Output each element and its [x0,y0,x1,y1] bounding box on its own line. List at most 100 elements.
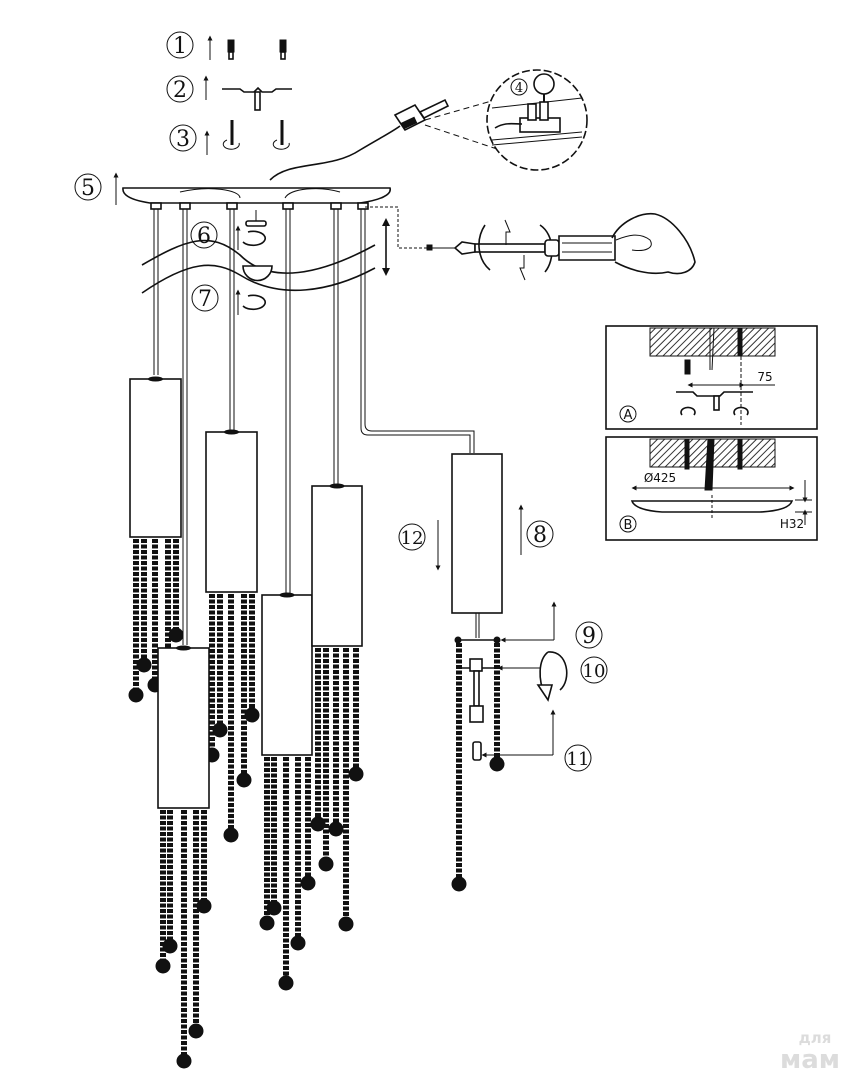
screw-icon [222,120,240,150]
rotate-arrow-icon [242,294,266,311]
detail-b-badge [619,515,637,533]
step-4-badge [510,78,528,96]
detail-a: 75 A [605,325,818,430]
shade-cap [279,592,295,598]
canopy-plate [122,187,391,204]
watermark: для мам [780,1029,840,1075]
screwdriver-shaft [474,243,546,253]
detail-b-letter: B [624,518,633,533]
crystal-drop [162,938,178,954]
screwdriver-handle [558,235,616,261]
screwdriver-hand [432,213,696,281]
rotate-arrow-icon [478,224,491,271]
crystal-drop [348,766,364,782]
crystal-drop [451,876,467,892]
detail-b-diameter: Ø425 [644,471,676,485]
mounting-bracket-icon [222,86,292,111]
step-12-label: 12 [401,528,424,549]
step-6-label: 6 [197,224,211,249]
step-5-label: 5 [81,176,95,201]
hand-icon [611,213,696,275]
step-11-badge [564,744,592,772]
crystal-drop [310,816,326,832]
exploded-pendant: 8 12 9 10 11 [398,453,608,772]
crystal-drop [188,1023,204,1039]
crystal-drop [128,687,144,703]
rotate-arrow-icon [242,230,266,247]
crystal-drop [278,975,294,991]
step-11-label: 11 [567,749,590,770]
zoom-leader-line [424,124,501,151]
rotate-arrow-icon [547,651,568,691]
zoom-leader-line [424,99,496,121]
step-10-badge [580,656,608,684]
break-line [141,239,376,294]
crystal-drop [168,627,184,643]
step-7-label: 7 [198,287,212,312]
power-cable [269,125,401,181]
height-adjust [365,206,433,276]
step-2-badge [166,75,194,103]
shade-cap [224,429,239,435]
detail-b: Ø425 H32 B [605,436,818,541]
wall-plug-icon [279,39,287,60]
crystal-drop [223,827,239,843]
step-10-label: 10 [583,661,606,682]
step-5-badge [74,173,102,201]
crystal-drop [196,898,212,914]
crystal-drop [212,722,228,738]
detail-a-dimension: 75 [757,370,772,384]
crystal-drop [244,707,260,723]
crystal-drop [155,958,171,974]
watermark-line1: для [799,1029,832,1047]
crystal-drop [290,935,306,951]
step-9-badge [575,621,603,649]
shade-cap [148,376,163,382]
pendant-shade [129,378,182,538]
pendant-shade [311,485,363,647]
step-9-label: 9 [582,624,596,649]
crystal-drop [318,856,334,872]
crystal-drop [338,916,354,932]
step-3-label: 3 [176,127,190,152]
shade-cap [176,645,191,651]
cover-cup [242,265,273,282]
watermark-line2: мам [780,1045,840,1075]
detail-b-height: H32 [780,517,804,531]
step-6-badge [190,221,218,249]
rotate-arrow-icon [733,406,749,416]
crystal-drop [300,875,316,891]
pendant-shade [205,431,258,593]
step-4-terminal: 4 [269,69,588,181]
crystal-drop [266,900,282,916]
crystal-drop [489,756,505,772]
step-6-cap-nut: 6 [190,210,273,282]
terminal-detail-icon [491,73,583,146]
screw-icon [272,120,290,150]
step-5-canopy: 5 [74,172,391,205]
step-3-badge [169,124,197,152]
step-2-label: 2 [173,78,187,103]
rotate-arrow-icon [680,406,696,416]
crystal-drop [176,1053,192,1069]
shade [451,453,503,614]
step-7-cover: 7 [191,284,266,315]
step-12-badge [398,523,426,551]
bulb-icon [472,741,482,761]
step-8-label: 8 [533,523,547,548]
crystal-drop [259,915,275,931]
step-1-label: 1 [173,34,187,59]
crystal-drop [328,821,344,837]
step-3-screws: 3 [169,120,290,155]
detail-a-letter: A [624,408,633,423]
crystal-drop [136,657,152,673]
pendants [128,376,505,1069]
terminal-block-icon [393,98,450,132]
shade-cap [329,483,345,489]
crystal-drop [236,772,252,788]
step-8-badge [526,520,554,548]
step-2-bracket: 2 [166,75,292,111]
wall-plug-icon [227,39,235,60]
pendant-shade [157,647,210,809]
